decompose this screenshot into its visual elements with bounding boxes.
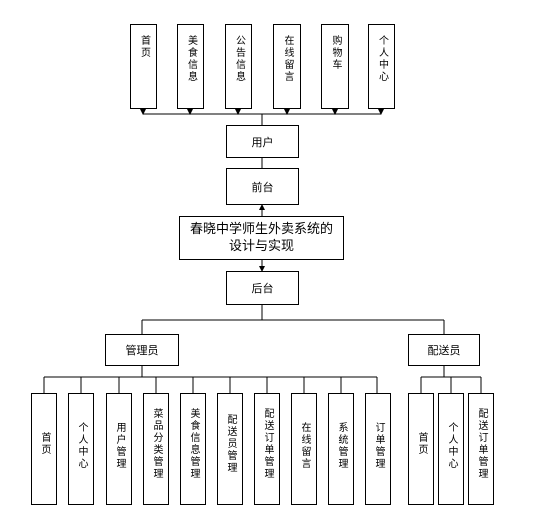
courier-module-delivery-order-management: 配送订单管理: [468, 393, 494, 505]
backend-node: 后台: [226, 271, 299, 305]
admin-module-delivery-order-management: 配送订单管理: [254, 393, 280, 505]
front-module-personal-center: 个人中心: [368, 24, 395, 109]
front-module-label: 美食信息: [185, 35, 197, 83]
admin-module-label: 首页: [39, 432, 50, 456]
admin-node: 管理员: [105, 334, 179, 366]
admin-module-personal-center: 个人中心: [68, 393, 94, 505]
courier-module-label: 配送订单管理: [476, 408, 487, 480]
courier-node-label: 配送员: [427, 344, 461, 357]
admin-module-label: 菜品分类管理: [151, 408, 162, 480]
front-module-cart: 购物车: [321, 24, 349, 109]
admin-module-online-messages: 在线留言: [291, 393, 317, 505]
user-node: 用户: [226, 125, 299, 158]
admin-module-label: 美食信息管理: [188, 408, 199, 480]
front-module-food-info: 美食信息: [177, 24, 204, 109]
backend-node-label: 后台: [251, 282, 274, 295]
admin-module-label: 个人中心: [76, 422, 87, 470]
admin-module-label: 系统管理: [336, 422, 347, 470]
courier-module-label: 首页: [416, 432, 427, 456]
user-node-label: 用户: [251, 135, 274, 149]
admin-module-label: 配送订单管理: [262, 408, 273, 480]
frontend-node: 前台: [226, 168, 299, 205]
front-module-label: 个人中心: [376, 35, 388, 83]
admin-module-system-management: 系统管理: [328, 393, 354, 505]
admin-module-dish-category-management: 菜品分类管理: [143, 393, 169, 505]
system-title: 春晓中学师生外卖系统的设计与实现: [189, 222, 333, 254]
front-module-label: 购物车: [330, 35, 341, 71]
courier-node: 配送员: [408, 334, 480, 366]
admin-module-label: 用户管理: [114, 422, 125, 470]
front-module-online-messages: 在线留言: [273, 24, 301, 109]
admin-node-label: 管理员: [125, 344, 159, 357]
front-module-announcements: 公告信息: [225, 24, 252, 109]
admin-module-label: 订单管理: [373, 422, 384, 470]
admin-module-courier-management: 配送员管理: [217, 393, 243, 505]
courier-module-home: 首页: [408, 393, 434, 505]
front-module-label: 在线留言: [282, 35, 293, 83]
courier-module-personal-center: 个人中心: [438, 393, 464, 505]
admin-module-food-info-management: 美食信息管理: [180, 393, 206, 505]
front-module-label: 首页: [138, 35, 150, 59]
admin-module-order-management: 订单管理: [365, 393, 391, 505]
admin-module-label: 配送员管理: [225, 414, 236, 474]
system-title-node: 春晓中学师生外卖系统的设计与实现: [179, 216, 344, 260]
frontend-node-label: 前台: [251, 180, 274, 194]
admin-module-home: 首页: [31, 393, 57, 505]
admin-module-user-management: 用户管理: [106, 393, 132, 505]
front-module-home: 首页: [130, 24, 157, 109]
front-module-label: 公告信息: [233, 35, 245, 83]
admin-module-label: 在线留言: [299, 422, 310, 470]
courier-module-label: 个人中心: [446, 422, 457, 470]
